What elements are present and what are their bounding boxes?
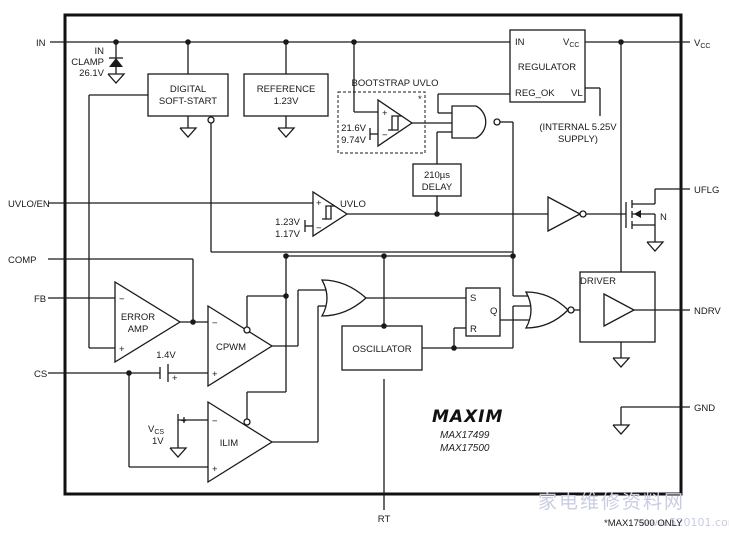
sr-latch: [465, 287, 501, 337]
ilim-minus: −: [212, 416, 218, 427]
cpwm-minus: −: [212, 318, 218, 329]
error-amp-minus: −: [119, 294, 125, 305]
ground-icon: [612, 424, 631, 435]
internal-supply-note-2: SUPPLY): [558, 134, 598, 145]
uflg-inverter: [547, 195, 582, 233]
ground-icon: [179, 127, 198, 138]
latch-s: S: [470, 293, 476, 304]
cpwm-plus: +: [212, 369, 218, 380]
clamp-label-2: CLAMP: [71, 57, 104, 68]
ilim-label: ILIM: [220, 438, 239, 449]
internal-supply-note-1: (INTERNAL 5.25V: [539, 122, 617, 133]
cs-offset-plus: +: [172, 373, 178, 384]
hysteresis-icon: [322, 205, 331, 220]
pin-rt: RT: [378, 514, 391, 525]
watermark-cn: 家电维修资料网: [538, 491, 685, 513]
pin-uflg: UFLG: [694, 185, 719, 196]
uvlo-minus: −: [316, 223, 322, 234]
clamp-label-3: 26.1V: [79, 68, 104, 79]
pin-comp: COMP: [8, 255, 37, 266]
output-gate: [524, 291, 569, 329]
reference-label-2: 1.23V: [274, 96, 299, 107]
uvlo-threshold-1: 1.23V: [275, 217, 300, 228]
regulator-title: REGULATOR: [518, 62, 576, 73]
vcs-value: 1V: [152, 436, 164, 447]
regulator-vcc-label: VCC: [563, 37, 579, 49]
watermark-url: www.520101.com: [640, 516, 729, 529]
junction-dots: [113, 39, 624, 376]
ground-icon: [169, 447, 188, 458]
regulator-block: [509, 29, 586, 103]
pin-gnd: GND: [694, 403, 715, 414]
ground-icon: [612, 357, 631, 368]
vcs-label: VCS: [148, 424, 164, 436]
driver-buffer: [603, 292, 636, 328]
regulator-in-label: IN: [515, 37, 525, 48]
reference-label-1: REFERENCE: [257, 84, 316, 95]
fet-arrow-icon: [634, 210, 641, 218]
hysteresis-icon: [388, 115, 398, 131]
pin-cs: CS: [34, 369, 47, 380]
n-fet-label: N: [660, 212, 667, 223]
ground-icon: [646, 241, 665, 252]
bootstrap-threshold-2: 9.74V: [341, 135, 366, 146]
inverting-bubble: [207, 116, 215, 124]
ilim-plus: +: [212, 464, 218, 475]
cs-offset-label: 1.4V: [156, 350, 176, 361]
bootstrap-minus: −: [382, 130, 388, 141]
driver-label: DRIVER: [580, 276, 616, 287]
pin-uvlo-en: UVLO/EN: [8, 199, 50, 210]
chip-outline: [63, 13, 683, 496]
latch-q: Q: [490, 306, 497, 317]
delay-label-2: DELAY: [422, 182, 453, 193]
oscillator-block: [341, 325, 423, 371]
latch-r: R: [470, 324, 477, 335]
bootstrap-title: BOOTSTRAP UVLO: [352, 78, 439, 89]
or-gate: [320, 279, 367, 317]
delay-label-1: 210µs: [424, 170, 450, 181]
uvlo-comparator: [312, 190, 349, 238]
soft-start-label-1: DIGITAL: [170, 84, 206, 95]
ilim-comparator: [207, 400, 274, 484]
zener-clamp-icon: [109, 58, 123, 67]
error-amp-label-1: ERROR: [121, 312, 155, 323]
reference-block: [243, 73, 329, 117]
pin-in: IN: [36, 38, 46, 49]
pin-vcc: VCC: [694, 38, 710, 50]
error-amp: [114, 280, 182, 364]
cpwm-label: CPWM: [216, 342, 246, 353]
soft-start-label-2: SOFT-START: [159, 96, 217, 107]
soft-start-block: [147, 73, 229, 117]
maxim-logo: MAXIM: [432, 407, 503, 427]
uvlo-threshold-2: 1.17V: [275, 229, 300, 240]
bootstrap-plus: +: [382, 108, 388, 119]
part-number-1: MAX17499: [440, 430, 490, 441]
error-amp-plus: +: [119, 344, 125, 355]
regulator-regok-label: REG_OK: [515, 88, 555, 99]
pin-ndrv: NDRV: [694, 306, 721, 317]
uvlo-plus: +: [316, 198, 322, 209]
uvlo-and-gate: [451, 105, 487, 139]
footnote: *MAX17500 ONLY: [604, 518, 683, 529]
vcs-plus: +: [181, 416, 187, 427]
bootstrap-threshold-1: 21.6V: [341, 123, 366, 134]
oscillator-label: OSCILLATOR: [352, 344, 411, 355]
regulator-vl-label: VL: [571, 88, 583, 99]
ground-icon: [277, 127, 296, 138]
uvlo-label: UVLO: [340, 199, 366, 210]
bootstrap-comparator: [377, 98, 414, 148]
clamp-label-1: IN: [95, 46, 105, 57]
part-number-2: MAX17500: [440, 443, 490, 454]
ground-icon: [107, 73, 126, 84]
cpwm-comparator: [207, 304, 274, 388]
pin-fb: FB: [34, 294, 46, 305]
bootstrap-footnote-star: *: [418, 94, 422, 105]
error-amp-label-2: AMP: [128, 324, 149, 335]
